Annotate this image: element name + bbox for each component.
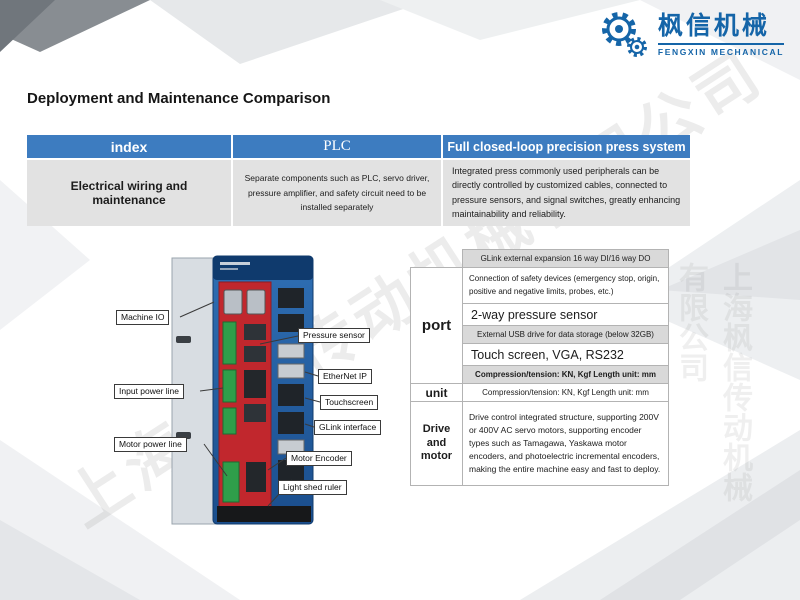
callout-motor-encoder: Motor Encoder	[286, 451, 352, 466]
table-row: unit Compression/tension: KN, Kgf Length…	[410, 383, 669, 402]
brand-name: 枫信机械 FENGXIN MECHANICAL	[657, 12, 784, 57]
cell-glink-expansion: GLink external expansion 16 way DI/16 wa…	[462, 249, 669, 268]
cell-drive-motor: Drive control integrated structure, supp…	[462, 401, 669, 486]
watermark-text-vertical: 上海枫信传动机械有限公司	[674, 262, 751, 502]
brand-name-en: FENGXIN MECHANICAL	[657, 42, 784, 57]
callout-touchscreen: Touchscreen	[320, 395, 379, 410]
callout-machine-io: Machine IO	[116, 310, 170, 325]
comparison-header-row: index PLC Full closed-loop precision pre…	[27, 135, 690, 159]
table-row: Compression/tension: KN, Kgf Length unit…	[411, 365, 669, 384]
callout-light-shed-ruler: Light shed ruler	[278, 480, 347, 495]
table-row: 2-way pressure sensor	[411, 303, 669, 326]
brand-name-cn: 枫信机械	[657, 12, 770, 41]
servo-drive-figure: Machine IO Pressure sensor Input power l…	[100, 248, 440, 548]
callout-input-power-line: Input power line	[114, 384, 185, 399]
cell-empty	[411, 250, 463, 268]
cell-plc: Separate components such as PLC, servo d…	[231, 158, 442, 226]
section-label-port: port	[410, 267, 463, 384]
cell-compression-header: Compression/tension: KN, Kgf Length unit…	[462, 365, 669, 384]
gear-icon	[601, 12, 647, 57]
table-row: port Connection of safety devices (emerg…	[410, 267, 669, 384]
cell-system: Integrated press commonly used periphera…	[441, 158, 690, 226]
comparison-table: index PLC Full closed-loop precision pre…	[27, 135, 690, 226]
cell-touch-screen: Touch screen, VGA, RS232	[462, 343, 669, 366]
logo: 枫信机械 FENGXIN MECHANICAL	[596, 8, 784, 62]
callout-pressure-sensor: Pressure sensor	[298, 328, 370, 343]
cell-index: Electrical wiring and maintenance	[27, 158, 232, 226]
table-row: GLink external expansion 16 way DI/16 wa…	[411, 249, 669, 268]
callout-ethernet-ip: EtherNet IP	[318, 369, 372, 384]
cell-usb-storage: External USB drive for data storage (bel…	[462, 325, 669, 344]
section-label-drive-motor: Drive and motor	[410, 401, 463, 486]
table-row: External USB drive for data storage (bel…	[411, 325, 669, 344]
page-title: Deployment and Maintenance Comparison	[27, 90, 331, 107]
column-header-system: Full closed-loop precision press system	[441, 135, 690, 159]
section-label-unit: unit	[410, 383, 463, 402]
column-header-index: index	[27, 135, 232, 159]
column-header-plc: PLC	[231, 135, 442, 159]
cell-compression-unit: Compression/tension: KN, Kgf Length unit…	[462, 383, 669, 402]
spec-table: GLink external expansion 16 way DI/16 wa…	[410, 249, 669, 486]
cell-safety-devices: Connection of safety devices (emergency …	[462, 267, 669, 304]
table-row: Electrical wiring and maintenance Separa…	[27, 158, 690, 226]
callout-glink-interface: GLink interface	[314, 420, 382, 435]
cell-pressure-sensor: 2-way pressure sensor	[462, 303, 669, 326]
callout-motor-power-line: Motor power line	[114, 437, 187, 452]
table-row: Drive and motor Drive control integrated…	[410, 401, 669, 486]
